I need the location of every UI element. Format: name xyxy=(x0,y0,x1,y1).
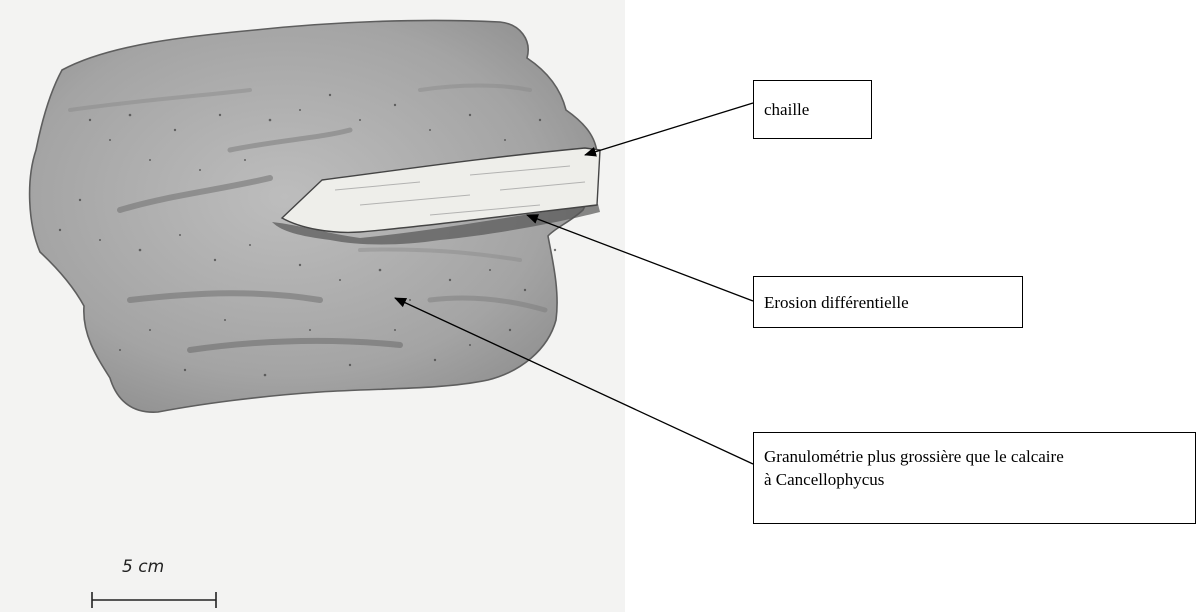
arrow-erosion xyxy=(527,215,753,301)
label-chaille: chaille xyxy=(753,80,872,139)
scale-bar xyxy=(92,592,216,608)
label-erosion: Erosion différentielle xyxy=(753,276,1023,328)
scale-bar-label: 5 cm xyxy=(122,557,164,577)
label-granulometrie-text: Granulométrie plus grossière que le calc… xyxy=(764,445,1064,491)
arrow-chaille xyxy=(585,103,753,155)
label-chaille-text: chaille xyxy=(764,98,809,121)
label-granulometrie: Granulométrie plus grossière que le calc… xyxy=(753,432,1196,524)
label-erosion-text: Erosion différentielle xyxy=(764,291,909,314)
